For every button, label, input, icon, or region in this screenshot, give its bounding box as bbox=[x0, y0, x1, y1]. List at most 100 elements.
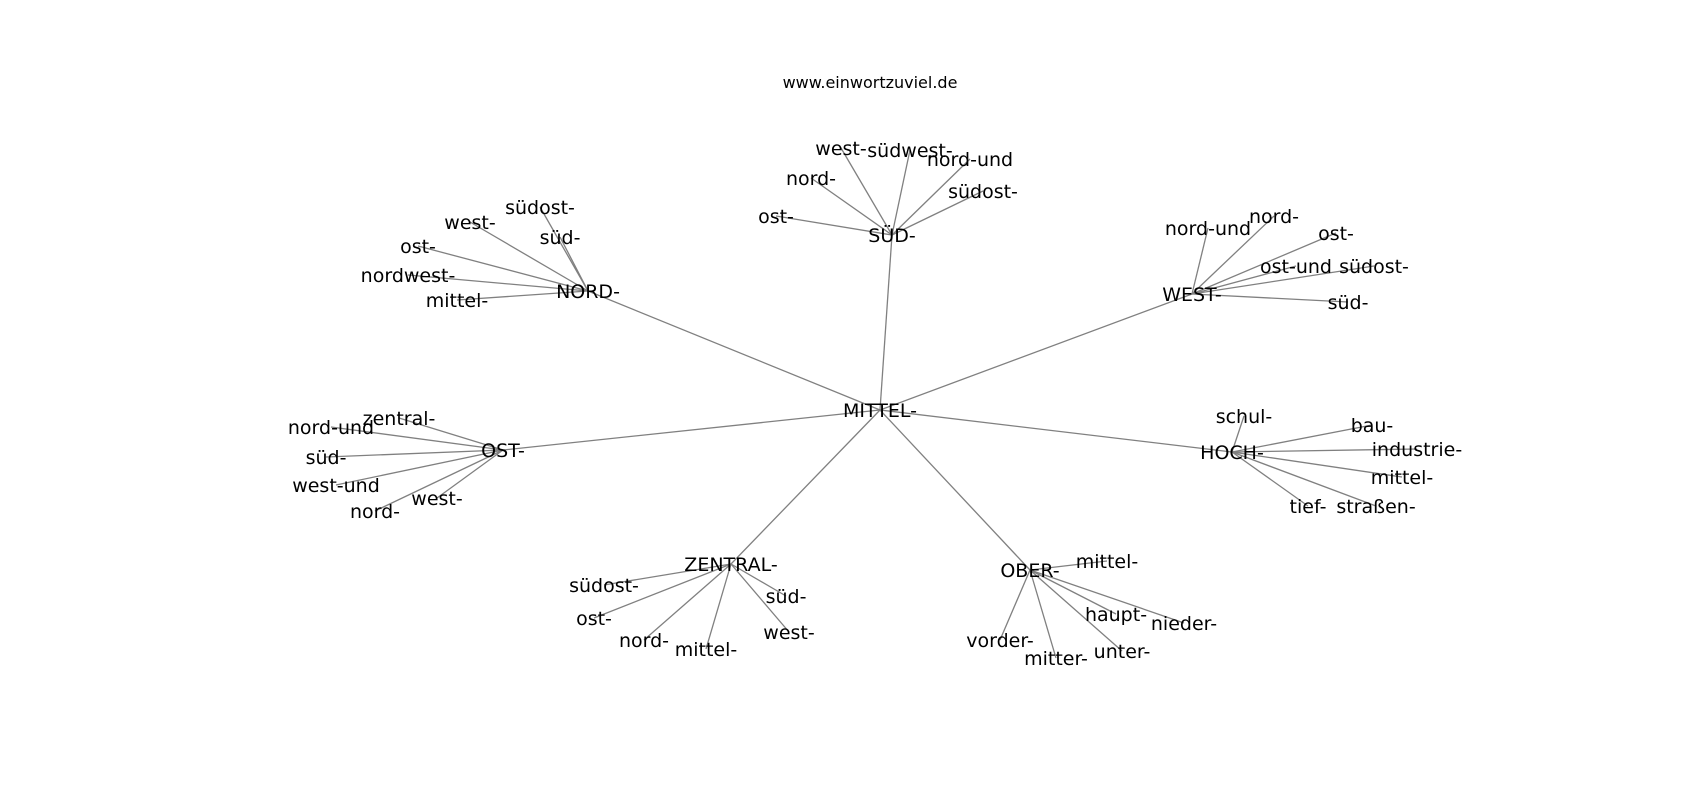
leaf-edge bbox=[1191, 265, 1375, 295]
leaf-node-label: süd- bbox=[1328, 292, 1369, 314]
leaf-node-label: schul- bbox=[1216, 406, 1273, 428]
leaf-edge bbox=[436, 449, 504, 499]
label-layer: MITTEL- NORD-südost-west-süd-ost-nordwest… bbox=[288, 138, 1462, 670]
leaf-edge bbox=[1029, 569, 1057, 659]
root-edge bbox=[730, 409, 881, 565]
branch-node-label: HOCH- bbox=[1200, 442, 1264, 464]
leaf-node-label: mittel- bbox=[675, 639, 738, 661]
leaf-edge bbox=[891, 190, 984, 236]
leaf-edge bbox=[730, 563, 790, 633]
leaf-node-label: vorder- bbox=[966, 630, 1034, 652]
root-edge bbox=[879, 293, 1193, 411]
leaf-edge bbox=[1231, 424, 1373, 453]
leaf-node-label: ost- bbox=[1318, 223, 1354, 245]
leaf-edge bbox=[398, 417, 504, 451]
leaf-edge bbox=[1029, 569, 1185, 624]
leaf-edge bbox=[603, 563, 732, 586]
leaf-node-label: west- bbox=[411, 488, 462, 510]
leaf-edge bbox=[469, 221, 589, 292]
leaf-edge bbox=[539, 206, 589, 292]
leaf-edge bbox=[417, 245, 589, 292]
leaf-node-label: südost- bbox=[505, 197, 575, 219]
leaf-edge bbox=[374, 449, 504, 512]
leaf-node-label: industrie- bbox=[1372, 439, 1462, 461]
leaf-node-label: ost-und bbox=[1260, 256, 1332, 278]
leaf-node-label: süd- bbox=[766, 586, 807, 608]
root-edge bbox=[879, 234, 893, 411]
leaf-node-label: mittel- bbox=[426, 290, 489, 312]
root-node-label: MITTEL- bbox=[843, 400, 917, 422]
leaf-node-label: mittel- bbox=[1076, 551, 1139, 573]
branch-node-label: WEST- bbox=[1162, 284, 1222, 306]
website-url: www.einwortzuviel.de bbox=[783, 73, 958, 92]
leaf-node-label: südwest- bbox=[867, 140, 952, 162]
leaf-node-label: nieder- bbox=[1151, 613, 1217, 635]
leaf-node-label: südost- bbox=[1339, 256, 1409, 278]
leaf-node-label: nord- bbox=[786, 168, 836, 190]
branch-node-label: SÜD- bbox=[868, 224, 915, 247]
leaf-node-label: nord- bbox=[350, 501, 400, 523]
leaf-node-label: ost- bbox=[758, 206, 794, 228]
leaf-edge bbox=[705, 563, 732, 650]
leaf-edge bbox=[1231, 451, 1377, 507]
leaf-edge bbox=[1191, 215, 1275, 295]
leaf-node-label: südost- bbox=[569, 575, 639, 597]
leaf-edge bbox=[1029, 569, 1123, 652]
branch-node-label: ZENTRAL- bbox=[684, 554, 777, 576]
leaf-edge bbox=[810, 177, 893, 236]
leaf-edge bbox=[593, 563, 732, 619]
leaf-edge bbox=[1231, 448, 1418, 453]
leaf-edge bbox=[1231, 451, 1309, 507]
leaf-node-label: bau- bbox=[1351, 415, 1394, 437]
leaf-edge bbox=[775, 215, 893, 236]
leaf-edge bbox=[730, 563, 787, 597]
edge-layer bbox=[325, 147, 1418, 659]
leaf-node-label: west- bbox=[763, 622, 814, 644]
leaf-node-label: nordwest- bbox=[361, 265, 456, 287]
root-edge bbox=[587, 290, 881, 411]
leaf-edge bbox=[335, 449, 504, 486]
leaf-edge bbox=[1231, 451, 1403, 478]
leaf-edge bbox=[559, 236, 589, 292]
root-edge bbox=[879, 409, 1233, 453]
leaf-edge bbox=[456, 290, 589, 301]
leaf-node-label: süd- bbox=[540, 227, 581, 249]
leaf-node-label: ost- bbox=[576, 608, 612, 630]
leaf-node-label: nord- bbox=[619, 630, 669, 652]
leaf-node-label: nord- bbox=[1249, 206, 1299, 228]
leaf-edge bbox=[840, 147, 893, 236]
leaf-node-label: nord-und bbox=[1165, 218, 1251, 240]
branch-node-label: NORD- bbox=[556, 281, 620, 303]
leaf-edge bbox=[891, 158, 971, 236]
leaf-node-label: mitter- bbox=[1024, 648, 1088, 670]
leaf-node-label: west- bbox=[815, 138, 866, 160]
root-edge bbox=[879, 409, 1031, 571]
leaf-edge bbox=[1191, 293, 1349, 303]
leaf-node-label: west- bbox=[444, 212, 495, 234]
leaf-node-label: unter- bbox=[1094, 641, 1151, 663]
leaf-node-label: west-und bbox=[292, 475, 380, 497]
leaf-node-label: haupt- bbox=[1085, 604, 1147, 626]
leaf-node-label: ost- bbox=[400, 236, 436, 258]
leaf-edge bbox=[407, 274, 589, 292]
leaf-edge bbox=[1191, 232, 1337, 295]
leaf-edge bbox=[891, 149, 911, 236]
leaf-edge bbox=[1191, 227, 1209, 295]
leaf-edge bbox=[1231, 415, 1245, 453]
branch-node-label: OST- bbox=[481, 440, 525, 462]
leaf-node-label: mittel- bbox=[1371, 467, 1434, 489]
leaf-edge bbox=[325, 449, 504, 458]
leaf-edge bbox=[330, 426, 504, 451]
leaf-node-label: tief- bbox=[1290, 496, 1327, 518]
leaf-edge bbox=[1191, 265, 1297, 295]
leaf-node-label: straßen- bbox=[1336, 496, 1415, 518]
root-edge bbox=[502, 409, 881, 451]
leaf-edge bbox=[1029, 560, 1108, 571]
leaf-node-label: nord-und bbox=[927, 149, 1013, 171]
leaf-node-label: südost- bbox=[948, 181, 1018, 203]
branch-node-label: OBER- bbox=[1000, 560, 1059, 582]
leaf-edge bbox=[1029, 569, 1117, 615]
leaf-edge bbox=[643, 563, 732, 641]
leaf-node-label: zentral- bbox=[363, 408, 436, 430]
